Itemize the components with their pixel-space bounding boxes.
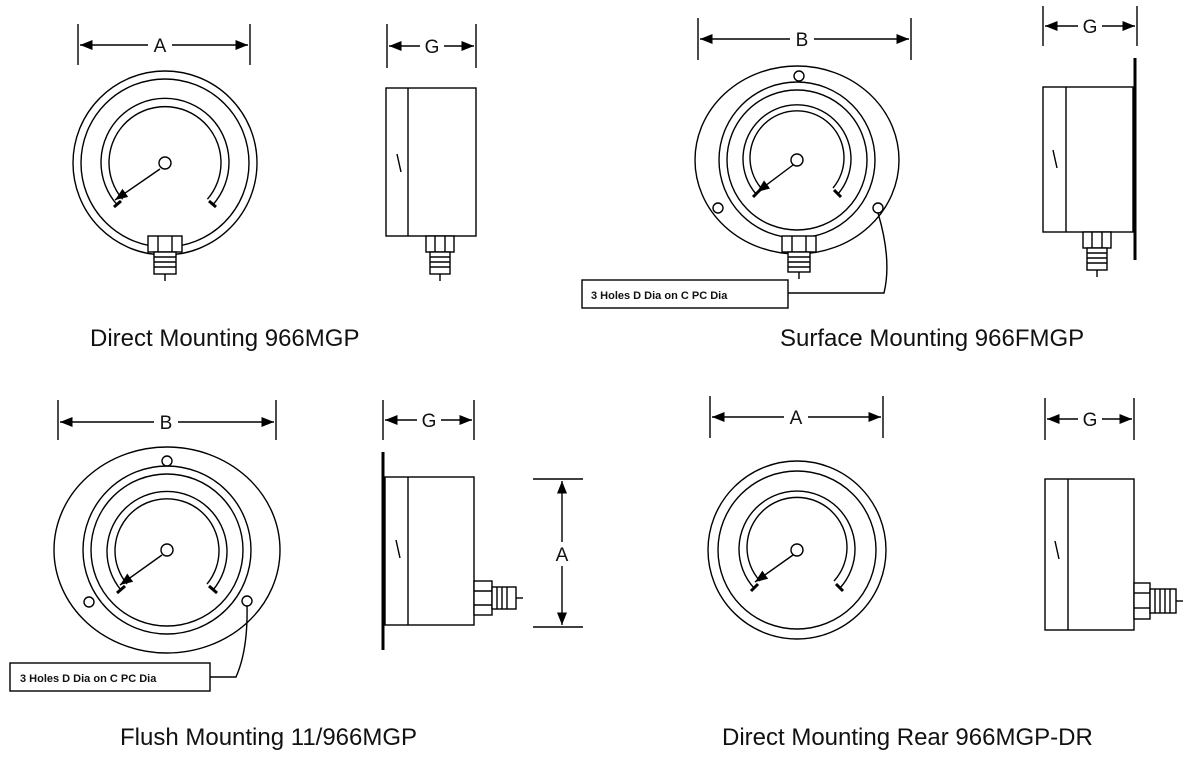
rear-mounting-side-view: G: [1044, 398, 1183, 631]
dimension-a-label: A: [154, 36, 167, 57]
rear-mounting-front-view: A: [707, 396, 887, 640]
direct-mounting-side-view: G: [385, 24, 477, 281]
caption-surface-mounting: Surface Mounting 966FMGP: [780, 325, 1084, 352]
dimension-g-label: G: [422, 411, 437, 432]
holes-note-flush: 3 Holes D Dia on C PC Dia: [20, 673, 157, 685]
caption-rear-mounting: Direct Mounting Rear 966MGP-DR: [722, 724, 1093, 751]
dimension-b-label: B: [160, 413, 173, 434]
caption-flush-mounting: Flush Mounting 11/966MGP: [120, 724, 417, 751]
direct-mounting-front-view: A: [72, 24, 258, 281]
dimension-b-label: B: [796, 30, 809, 51]
holes-note-surface: 3 Holes D Dia on C PC Dia: [591, 290, 728, 302]
surface-mounting-side-view: G: [1042, 6, 1138, 277]
flush-mounting-front-view: B 3 Holes D Dia on C PC Dia: [9, 400, 281, 692]
flush-mounting-side-view: G A: [381, 400, 583, 650]
dimension-a-label: A: [790, 408, 803, 429]
dimension-g-label: G: [1083, 410, 1098, 431]
dimension-g-label: G: [425, 37, 440, 58]
dimension-a-label: A: [556, 545, 569, 566]
caption-direct-mounting: Direct Mounting 966MGP: [90, 325, 359, 352]
surface-mounting-front-view: B 3 Holes D Dia on C PC Dia: [581, 18, 912, 309]
dimension-g-label: G: [1083, 17, 1098, 38]
